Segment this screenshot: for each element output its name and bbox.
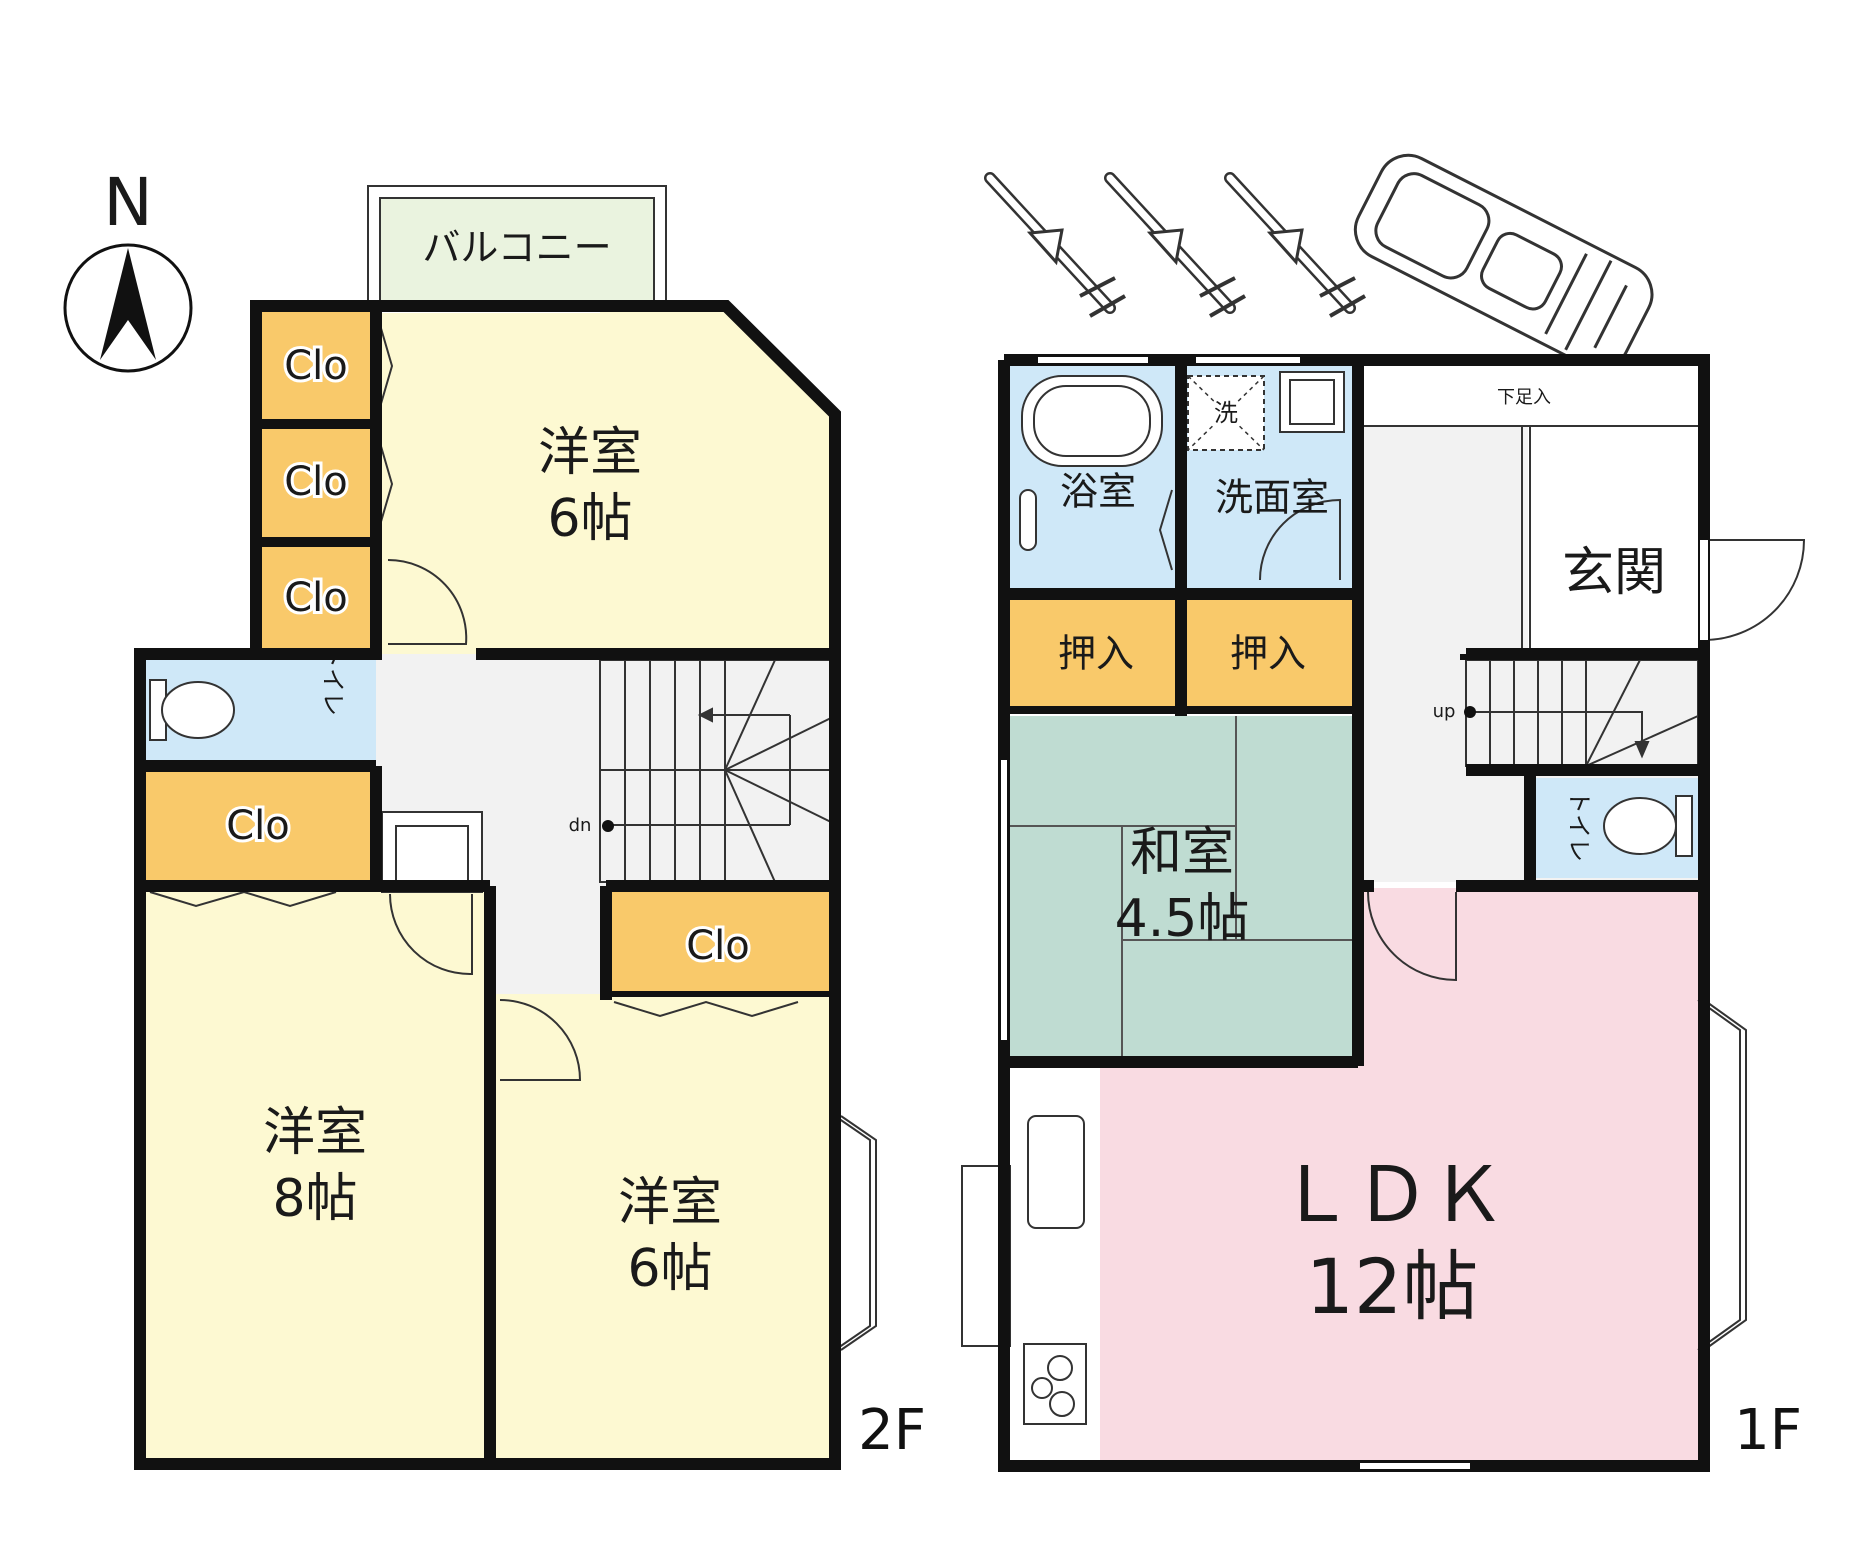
front-door[interactable] — [1703, 539, 1806, 641]
room-right-name: 洋室 — [618, 1173, 722, 1233]
entrance — [1528, 426, 1698, 648]
shoe-storage-label: 下足入 — [1497, 387, 1551, 408]
closet-label: Clo — [284, 575, 348, 621]
floor-label-1f: 1F — [1734, 1398, 1802, 1463]
door-room-top[interactable] — [387, 558, 468, 645]
closet-label: Clo — [284, 459, 348, 505]
floor-label-2f: 2F — [858, 1398, 926, 1463]
door-washroom[interactable] — [1259, 498, 1341, 581]
oshiire-label: 押入 — [1230, 632, 1306, 676]
north-label: N — [103, 164, 152, 241]
stairs-2f — [599, 659, 836, 883]
ldk — [1100, 888, 1698, 1460]
toilet-1f-label: トイレ — [1565, 790, 1593, 862]
western-room-top — [376, 310, 835, 654]
balcony: バルコニー — [367, 185, 667, 307]
motorcycle-icon — [1353, 153, 1654, 371]
washroom-label: 洗面室 — [1215, 476, 1329, 520]
door-ldk[interactable] — [1367, 891, 1457, 982]
closet-left — [140, 772, 376, 884]
entrance-label: 玄関 — [1562, 543, 1666, 603]
bathtub-icon — [1019, 375, 1163, 551]
closet-right — [606, 890, 835, 994]
washer-icon: 洗 — [1187, 375, 1265, 451]
room-top-name: 洋室 — [538, 423, 642, 483]
closet-block-top — [256, 310, 376, 654]
ldk-name: ＬＤＫ — [1278, 1150, 1506, 1239]
kitchen-sink-icon — [1027, 1115, 1085, 1229]
toilet-icon — [149, 679, 235, 741]
room-right-size: 6帖 — [627, 1239, 712, 1299]
oshiire-left — [1010, 600, 1178, 710]
compass-icon: N — [63, 164, 193, 373]
svg-text:洗: 洗 — [1214, 399, 1238, 427]
closet-label: Clo — [686, 923, 750, 969]
oshiire-label: 押入 — [1058, 632, 1134, 676]
washitsu — [1010, 716, 1352, 1056]
stairs-dn-label: dn — [569, 815, 592, 836]
toilet-icon — [1603, 795, 1693, 857]
stairs-1f — [1465, 659, 1699, 767]
room-left-name: 洋室 — [263, 1103, 367, 1163]
bicycle-icon — [984, 172, 1126, 318]
room-top-size: 6帖 — [547, 489, 632, 549]
closet-label: Clo — [284, 343, 348, 389]
balcony-label: バルコニー — [422, 226, 611, 270]
closet-label: Clo — [226, 803, 290, 849]
bath-label: 浴室 — [1060, 470, 1136, 514]
door-room-right[interactable] — [499, 999, 582, 1081]
stairs-up-label: up — [1433, 701, 1456, 722]
bicycle-icon — [1224, 172, 1366, 318]
door-room-left[interactable] — [389, 893, 473, 976]
western-room-right — [490, 994, 835, 1464]
oshiire-right — [1184, 600, 1352, 710]
ldk-size: 12帖 — [1306, 1242, 1479, 1331]
western-room-left — [140, 884, 490, 1464]
room-left-size: 8帖 — [272, 1169, 357, 1229]
bicycle-icon — [1104, 172, 1246, 318]
washitsu-size: 4.5帖 — [1115, 889, 1250, 949]
stove-icon — [1023, 1343, 1087, 1425]
washitsu-name: 和室 — [1130, 823, 1234, 883]
